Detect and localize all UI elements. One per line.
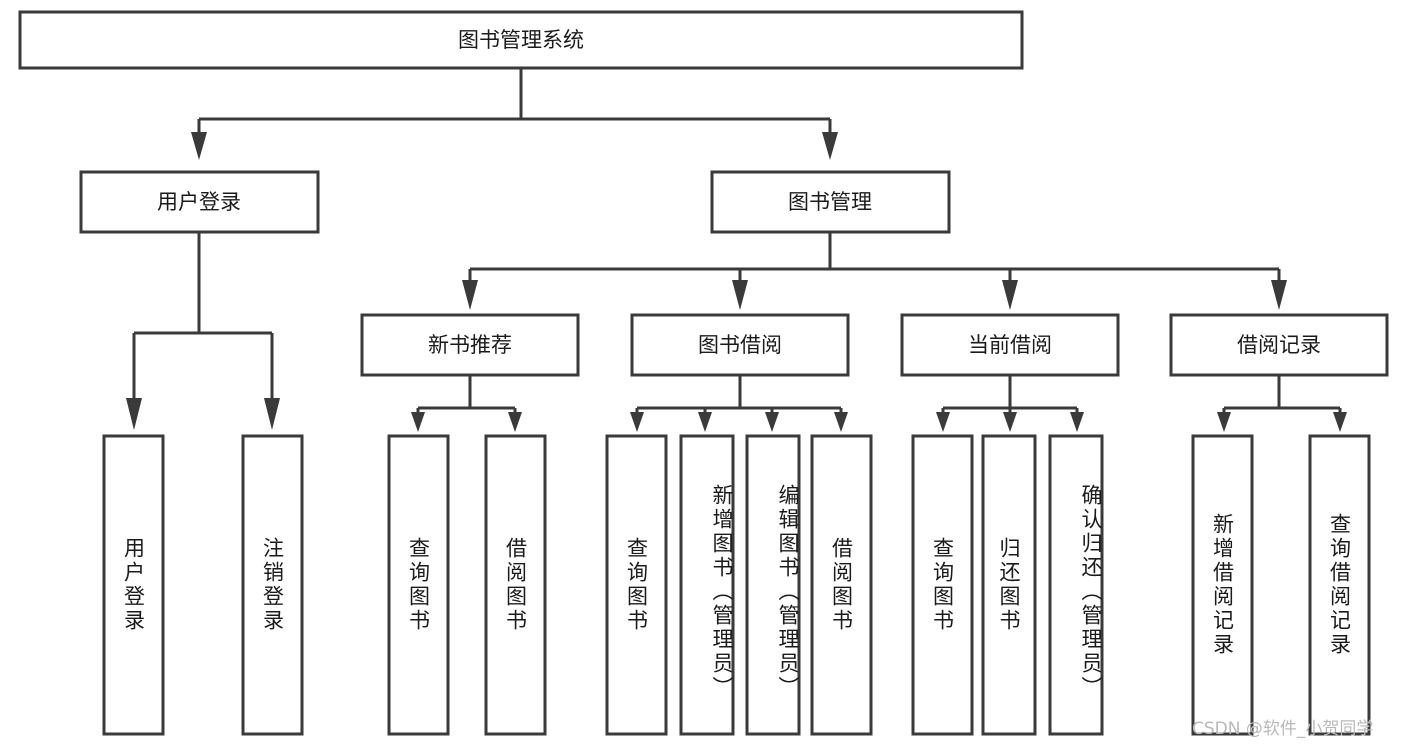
edge-group-new-book-rec xyxy=(411,375,522,432)
arrow-head-user-login xyxy=(191,132,207,160)
edge-group-user-login xyxy=(126,232,280,430)
watermark-text: CSDN @软件_小贺同学 xyxy=(1192,719,1374,739)
node-leaf-query-book-3-box[interactable] xyxy=(911,434,974,736)
arrow-head-leaf-borrow-book-2 xyxy=(834,412,848,432)
arrow-head-borrow-record xyxy=(1271,280,1287,310)
node-leaf-add-record-box[interactable] xyxy=(1191,434,1254,736)
edge-group-book-manage xyxy=(462,232,1287,310)
arrow-head-leaf-user-login xyxy=(126,398,142,430)
leaf-boxes xyxy=(102,434,1371,736)
node-leaf-edit-book-box[interactable] xyxy=(745,434,801,736)
node-root[interactable]: 图书管理系统 xyxy=(18,10,1024,70)
node-user-login-label: 用户登录 xyxy=(157,190,241,214)
arrow-head-leaf-return-book xyxy=(1003,412,1017,432)
node-root-box[interactable] xyxy=(18,10,1024,70)
node-leaf-confirm-return-box[interactable] xyxy=(1048,434,1104,736)
node-leaf-return-book-box[interactable] xyxy=(981,434,1037,736)
arrow-head-current-borrow xyxy=(1002,280,1018,310)
node-book-manage-label: 图书管理 xyxy=(788,190,872,214)
arrow-head-leaf-query-record xyxy=(1333,412,1347,432)
edge-group-current-borrow xyxy=(936,375,1084,432)
arrow-head-leaf-borrow-book-1 xyxy=(508,412,522,432)
node-book-borrow-box[interactable] xyxy=(630,313,850,377)
arrow-head-leaf-query-book-1 xyxy=(411,412,425,432)
node-leaf-borrow-book-2-box[interactable] xyxy=(810,434,873,736)
arrow-head-book-borrow xyxy=(732,280,748,310)
node-leaf-borrow-book-1-box[interactable] xyxy=(484,434,547,736)
arrow-head-leaf-add-record xyxy=(1217,412,1231,432)
arrow-head-leaf-confirm-return xyxy=(1070,412,1084,432)
edge-group-borrow-record xyxy=(1217,375,1347,432)
arrow-head-new-book-rec xyxy=(462,280,478,310)
node-leaf-user-logout-box[interactable] xyxy=(241,434,304,736)
node-leaf-query-record-box[interactable] xyxy=(1308,434,1371,736)
node-borrow-record[interactable]: 借阅记录 xyxy=(1169,313,1389,377)
arrow-head-book-manage xyxy=(822,132,838,160)
edge-group-book-borrow xyxy=(630,375,848,432)
node-leaf-query-book-1-box[interactable] xyxy=(387,434,450,736)
arrow-head-leaf-add-book xyxy=(698,412,712,432)
node-new-book-rec[interactable]: 新书推荐 xyxy=(360,313,580,377)
node-borrow-record-label: 借阅记录 xyxy=(1237,333,1321,357)
node-user-login-box[interactable] xyxy=(79,170,320,234)
arrow-head-leaf-query-book-2 xyxy=(630,412,644,432)
arrow-head-leaf-user-logout xyxy=(264,398,280,430)
arrow-head-leaf-query-book-3 xyxy=(936,412,950,432)
node-book-borrow-label: 图书借阅 xyxy=(698,333,782,357)
node-current-borrow-label: 当前借阅 xyxy=(968,333,1052,357)
node-borrow-record-box[interactable] xyxy=(1169,313,1389,377)
edge-group-root xyxy=(191,68,838,160)
node-book-manage-box[interactable] xyxy=(710,170,951,234)
node-current-borrow[interactable]: 当前借阅 xyxy=(900,313,1120,377)
arrow-head-leaf-edit-book xyxy=(765,412,779,432)
node-current-borrow-box[interactable] xyxy=(900,313,1120,377)
node-leaf-user-login-box[interactable] xyxy=(102,434,165,736)
node-user-login[interactable]: 用户登录 xyxy=(79,170,320,234)
node-new-book-rec-box[interactable] xyxy=(360,313,580,377)
node-book-manage[interactable]: 图书管理 xyxy=(710,170,951,234)
node-new-book-rec-label: 新书推荐 xyxy=(428,333,512,357)
node-leaf-query-book-2-box[interactable] xyxy=(605,434,668,736)
node-root-label: 图书管理系统 xyxy=(458,28,584,52)
node-leaf-add-book-box[interactable] xyxy=(679,434,735,736)
node-book-borrow[interactable]: 图书借阅 xyxy=(630,313,850,377)
